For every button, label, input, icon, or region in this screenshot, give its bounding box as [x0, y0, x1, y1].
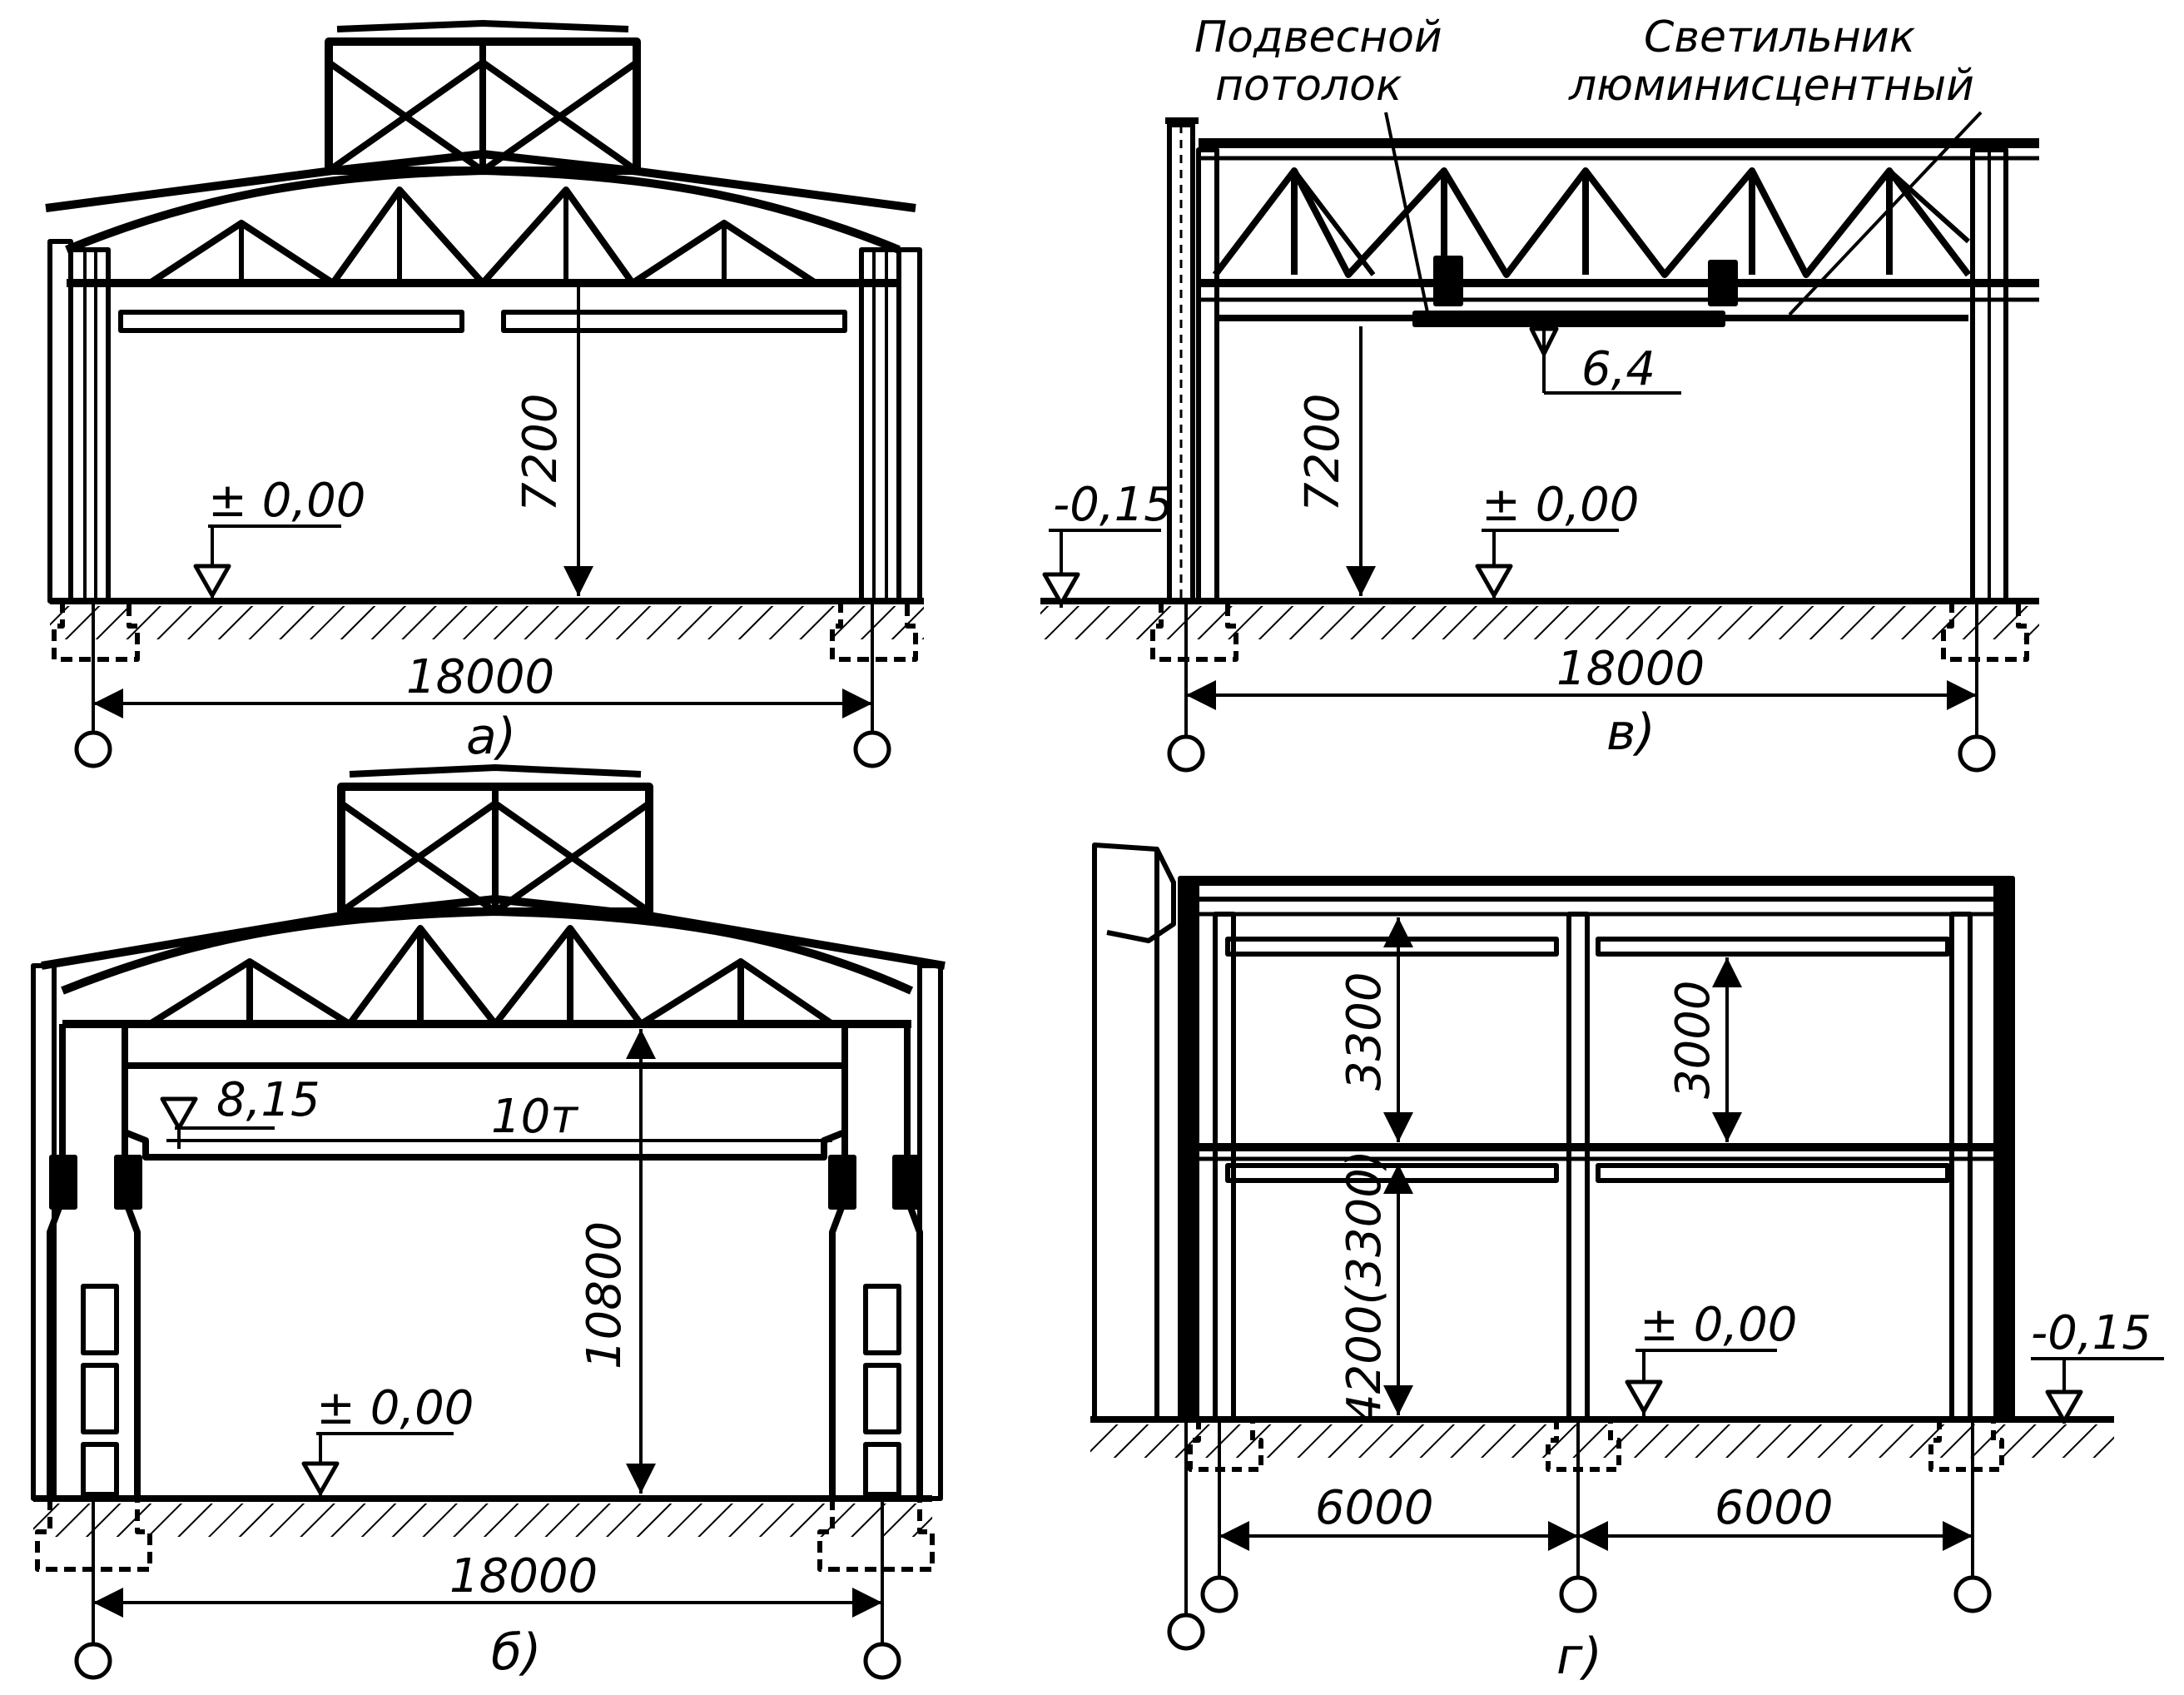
- left-column: [68, 247, 111, 604]
- upper-left-dim-label: 3300: [1338, 972, 1392, 1091]
- lamp-label-line1: Светильник: [1644, 12, 1916, 62]
- right-foundation: [830, 601, 918, 662]
- ground-level-label: -0,15: [2031, 1306, 2152, 1360]
- lamp-label-line2: люминисцентный: [1568, 61, 1974, 111]
- span-dim-label: 18000: [1556, 642, 1705, 696]
- ground-hatch: [1090, 1424, 2114, 1458]
- floor-level-marker: [193, 564, 231, 598]
- lamp-leader: [1788, 111, 1983, 316]
- panel-g: 3300 3000 4200(3300) ± 0,00 -0,15 6000 6…: [1090, 843, 2164, 1686]
- panel-a: 7200 ± 0,00 18000 а): [45, 20, 924, 768]
- axis-marker-left: [74, 1642, 112, 1680]
- panel-caption: в): [1606, 703, 1655, 762]
- truss-web: [147, 925, 835, 1027]
- right-foundation: [1928, 1419, 2004, 1472]
- axis-marker-right: [1953, 1575, 1992, 1613]
- axis-marker-right: [853, 730, 891, 768]
- left-column: [1196, 147, 1219, 604]
- left-wall: [1178, 876, 1199, 1422]
- roof-truss-chord: [65, 167, 901, 254]
- crane-bridge: [122, 1062, 848, 1161]
- ceiling-level-label: 6,4: [1581, 342, 1655, 396]
- span-left-dim-label: 6000: [1315, 1481, 1434, 1535]
- crane-rail-left: [118, 310, 464, 333]
- floor-level-label: ± 0,00: [1640, 1298, 1797, 1352]
- axis-marker-middle: [1559, 1575, 1597, 1613]
- adjacent-building: [1092, 843, 1176, 1419]
- right-wall: [1993, 876, 2015, 1422]
- height-dim-label: 7200: [514, 393, 568, 512]
- ground-hatch: [33, 1504, 932, 1537]
- panel-v: Подвесной потолок Светильник люминисцент…: [1040, 12, 2039, 773]
- right-foundation: [817, 1499, 935, 1572]
- truss-web: [147, 186, 818, 286]
- ground-level-label: -0,15: [1053, 478, 1174, 532]
- height-dim-label: 7200: [1296, 393, 1350, 512]
- floor-level-marker: [301, 1461, 340, 1495]
- height-dim-label: 10800: [578, 1221, 632, 1369]
- floor-level-label: ± 0,00: [208, 474, 365, 528]
- axis-marker-right: [863, 1642, 901, 1680]
- crane-level-marker: [160, 1096, 198, 1131]
- fluorescent-lamp: [1412, 311, 1725, 327]
- panel-caption: г): [1556, 1628, 1602, 1686]
- upper-right-dim-label: 3000: [1666, 980, 1720, 1099]
- middle-foundation: [1546, 1419, 1621, 1472]
- ceiling-label-line1: Подвесной: [1194, 12, 1442, 62]
- right-wall: [896, 247, 922, 604]
- crane-capacity-label: 10т: [491, 1090, 578, 1144]
- floor-level-label: ± 0,00: [1482, 478, 1639, 532]
- span-right-dim-label: 6000: [1715, 1481, 1834, 1535]
- truss-web: [1212, 167, 1972, 278]
- panel-caption: б): [491, 1623, 541, 1682]
- left-wall: [47, 239, 73, 604]
- axis-marker-right: [1958, 734, 1996, 773]
- left-foundation: [1150, 601, 1238, 662]
- left-foundation: [1188, 1419, 1263, 1472]
- crane-rail-right: [501, 310, 847, 333]
- panel-caption: а): [466, 708, 516, 766]
- axis-marker-left: [74, 730, 112, 768]
- right-foundation: [1941, 601, 2029, 662]
- ground-level-marker: [2045, 1389, 2083, 1424]
- middle-column: [1566, 912, 1590, 1422]
- right-column: [859, 247, 901, 604]
- panel-b: 10т 8,15 10800 ± 0,00 18000 б): [31, 764, 946, 1682]
- ground-hatch: [1040, 606, 2039, 639]
- left-column: [1213, 912, 1236, 1422]
- span-dim-label: 18000: [449, 1549, 598, 1603]
- axis-marker-left: [1167, 734, 1205, 773]
- floor-level-marker: [1475, 564, 1513, 598]
- span-dim-label: 18000: [406, 650, 554, 704]
- roof-truss-chord: [61, 907, 914, 995]
- axis-marker-left: [1200, 1575, 1238, 1613]
- axis-marker-wall: [1167, 1613, 1205, 1651]
- lower-left-dim-label: 4200(3300): [1338, 1150, 1392, 1424]
- ground-hatch: [50, 606, 924, 639]
- ceiling-label-line2: потолок: [1215, 61, 1402, 111]
- left-foundation: [52, 601, 140, 662]
- right-column: [1949, 912, 1973, 1422]
- floor-level-marker: [1625, 1379, 1663, 1414]
- ceiling-leader: [1384, 112, 1429, 313]
- ground-level-marker: [1042, 572, 1080, 606]
- floor-level-label: ± 0,00: [316, 1381, 474, 1435]
- crane-level-label: 8,15: [216, 1073, 320, 1127]
